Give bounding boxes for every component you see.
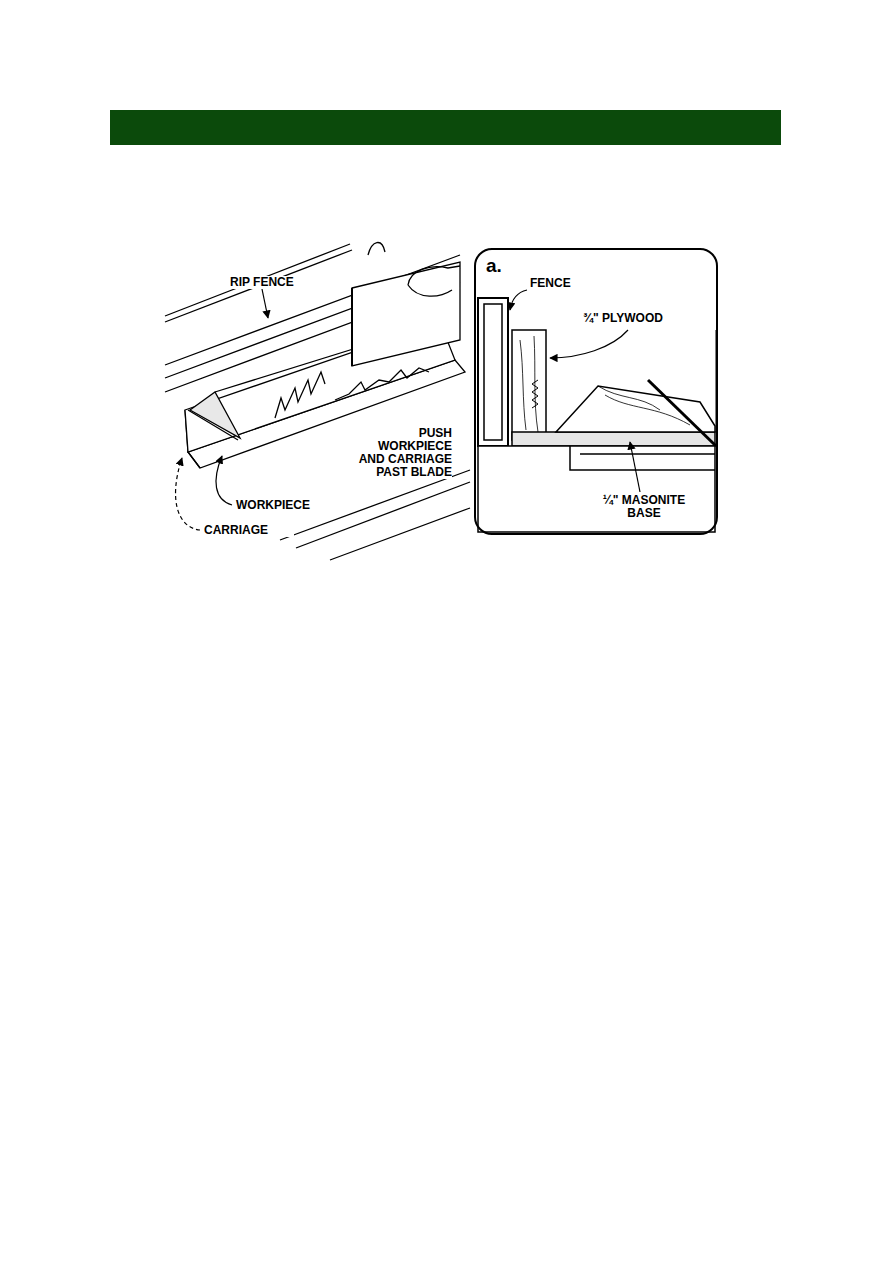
section-view: [478, 298, 716, 532]
part-label: RIP FENCE: [230, 276, 320, 289]
view-letter: a.: [486, 256, 502, 276]
leader-line: [630, 442, 640, 492]
header-bar: [110, 110, 781, 145]
part-label: FENCE: [530, 277, 600, 290]
part-label: ¾" PLYWOOD: [583, 312, 693, 325]
leader-line: [550, 330, 628, 358]
part-label: ¼" MASONITE BASE: [595, 494, 693, 520]
leader-line: [176, 458, 200, 530]
part-label: WORKPIECE: [236, 499, 326, 512]
leader-line: [510, 290, 527, 310]
part-label: CARRIAGE: [204, 524, 294, 537]
instruction-note: PUSH WORKPIECE AND CARRIAGE PAST BLADE: [354, 427, 452, 479]
saw-table-sketch: [165, 243, 470, 560]
inset-panel: a.: [474, 248, 718, 535]
leader-line: [262, 289, 268, 318]
leader-line: [216, 456, 232, 505]
